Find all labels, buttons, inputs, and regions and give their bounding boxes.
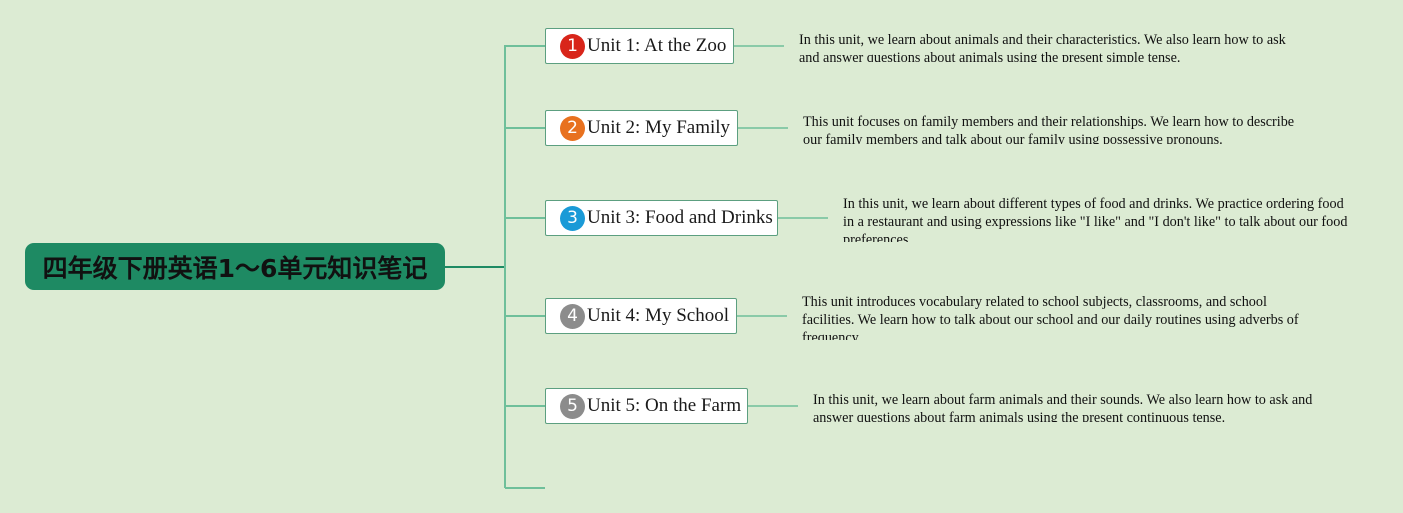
unit-node-5[interactable]: 5 Unit 5: On the Farm [545, 388, 748, 424]
unit-node-1[interactable]: 1 Unit 1: At the Zoo [545, 28, 734, 64]
root-topic[interactable]: 四年级下册英语1～6单元知识笔记 [25, 243, 445, 290]
unit-description-3: In this unit, we learn about different t… [843, 196, 1348, 242]
unit-description-4: This unit introduces vocabulary related … [802, 294, 1299, 340]
unit-label: Unit 4: My School [587, 305, 729, 326]
number-badge-icon: 3 [560, 205, 585, 231]
root-title: 四年级下册英语1～6单元知识笔记 [42, 253, 428, 283]
unit-label: Unit 1: At the Zoo [587, 35, 727, 56]
unit-label: Unit 5: On the Farm [587, 395, 742, 416]
unit-description-2: This unit focuses on family members and … [803, 114, 1295, 144]
unit-description-1: In this unit, we learn about animals and… [799, 32, 1286, 62]
unit-node-2[interactable]: 2 Unit 2: My Family [545, 110, 738, 146]
unit-description-5: In this unit, we learn about farm animal… [813, 392, 1313, 422]
unit-node-3[interactable]: 3 Unit 3: Food and Drinks [545, 200, 778, 236]
number-badge-icon: 4 [560, 303, 585, 329]
number-badge-icon: 2 [560, 115, 585, 141]
number-badge-icon: 1 [560, 33, 585, 59]
unit-node-4[interactable]: 4 Unit 4: My School [545, 298, 737, 334]
unit-label: Unit 2: My Family [587, 117, 731, 138]
number-badge-icon: 5 [560, 393, 585, 419]
unit-label: Unit 3: Food and Drinks [587, 207, 773, 228]
